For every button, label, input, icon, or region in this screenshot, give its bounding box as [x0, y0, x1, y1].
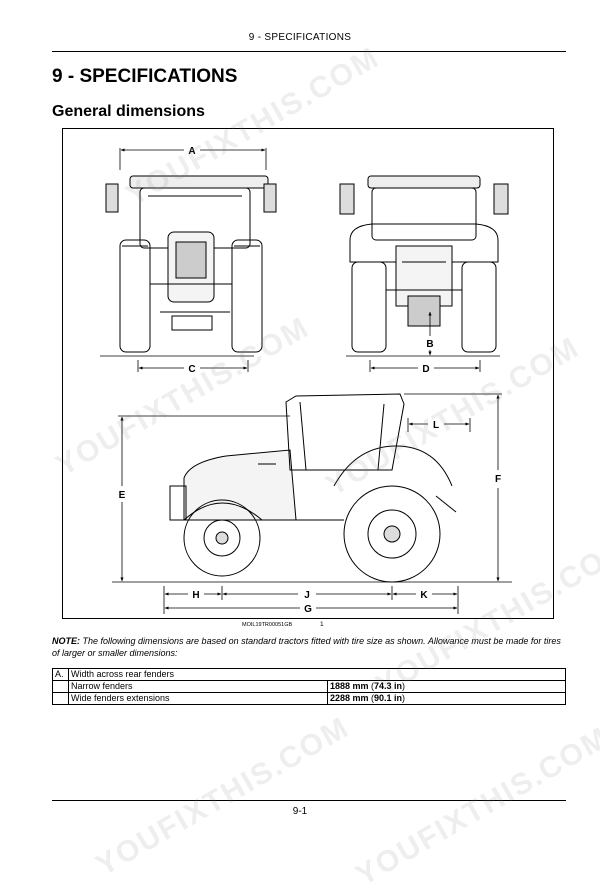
dim-label-k: K	[420, 590, 428, 601]
row-letter	[52, 692, 69, 705]
note-text: The following dimensions are based on st…	[52, 636, 561, 658]
note-paragraph: NOTE: The following dimensions are based…	[52, 635, 566, 659]
table-row: Wide fenders extensions 2288 mm (90.1 in…	[52, 692, 566, 705]
note-label: NOTE:	[52, 636, 80, 646]
front-view-tractor	[105, 175, 277, 353]
dim-label-g: G	[304, 604, 312, 615]
figure-number: 1	[320, 621, 324, 628]
row-value-mm: 1888 mm	[330, 681, 369, 691]
row-label: Wide fenders extensions	[68, 692, 328, 705]
row-value: 1888 mm (74.3 in)	[327, 680, 566, 693]
dim-label-h: H	[192, 590, 199, 601]
section-title: General dimensions	[52, 103, 205, 120]
row-value-in: 90.1 in	[374, 693, 403, 703]
dim-label-c: C	[188, 364, 195, 375]
dim-label-j: J	[304, 590, 310, 601]
header-rule	[52, 51, 566, 52]
running-header: 9 - SPECIFICATIONS	[248, 32, 352, 43]
dim-label-l: L	[433, 420, 439, 431]
rear-view-tractor	[339, 175, 509, 353]
dimension-labels: A B C D E F G H J K L	[119, 146, 501, 615]
row-value-mm: 2288 mm	[330, 693, 369, 703]
row-value: 2288 mm (90.1 in)	[327, 692, 566, 705]
side-view-tractor	[169, 393, 457, 583]
dim-label-f: F	[495, 474, 501, 485]
tractor-dimension-diagram: A B C D E F G H J K L	[100, 146, 512, 615]
dimension-figure-frame	[62, 128, 554, 619]
row-letter	[52, 680, 69, 693]
table-row: Narrow fenders 1888 mm (74.3 in)	[52, 680, 566, 693]
figure-code: MOIL19TR00051GB	[242, 622, 293, 628]
dim-label-d: D	[422, 364, 429, 375]
dim-label-a: A	[188, 146, 195, 157]
dimension-lines	[100, 148, 512, 614]
dim-label-b: B	[426, 339, 433, 350]
footer-rule	[52, 800, 566, 801]
page-number: 9-1	[292, 806, 308, 817]
row-label: Width across rear fenders	[68, 668, 566, 681]
dimensions-table: A. Width across rear fenders Narrow fend…	[52, 668, 566, 705]
row-value-in: 74.3 in	[374, 681, 403, 691]
table-row: A. Width across rear fenders	[52, 668, 566, 681]
chapter-title: 9 - SPECIFICATIONS	[52, 66, 238, 87]
row-letter: A.	[52, 668, 69, 681]
dim-label-e: E	[119, 490, 126, 501]
row-label: Narrow fenders	[68, 680, 328, 693]
